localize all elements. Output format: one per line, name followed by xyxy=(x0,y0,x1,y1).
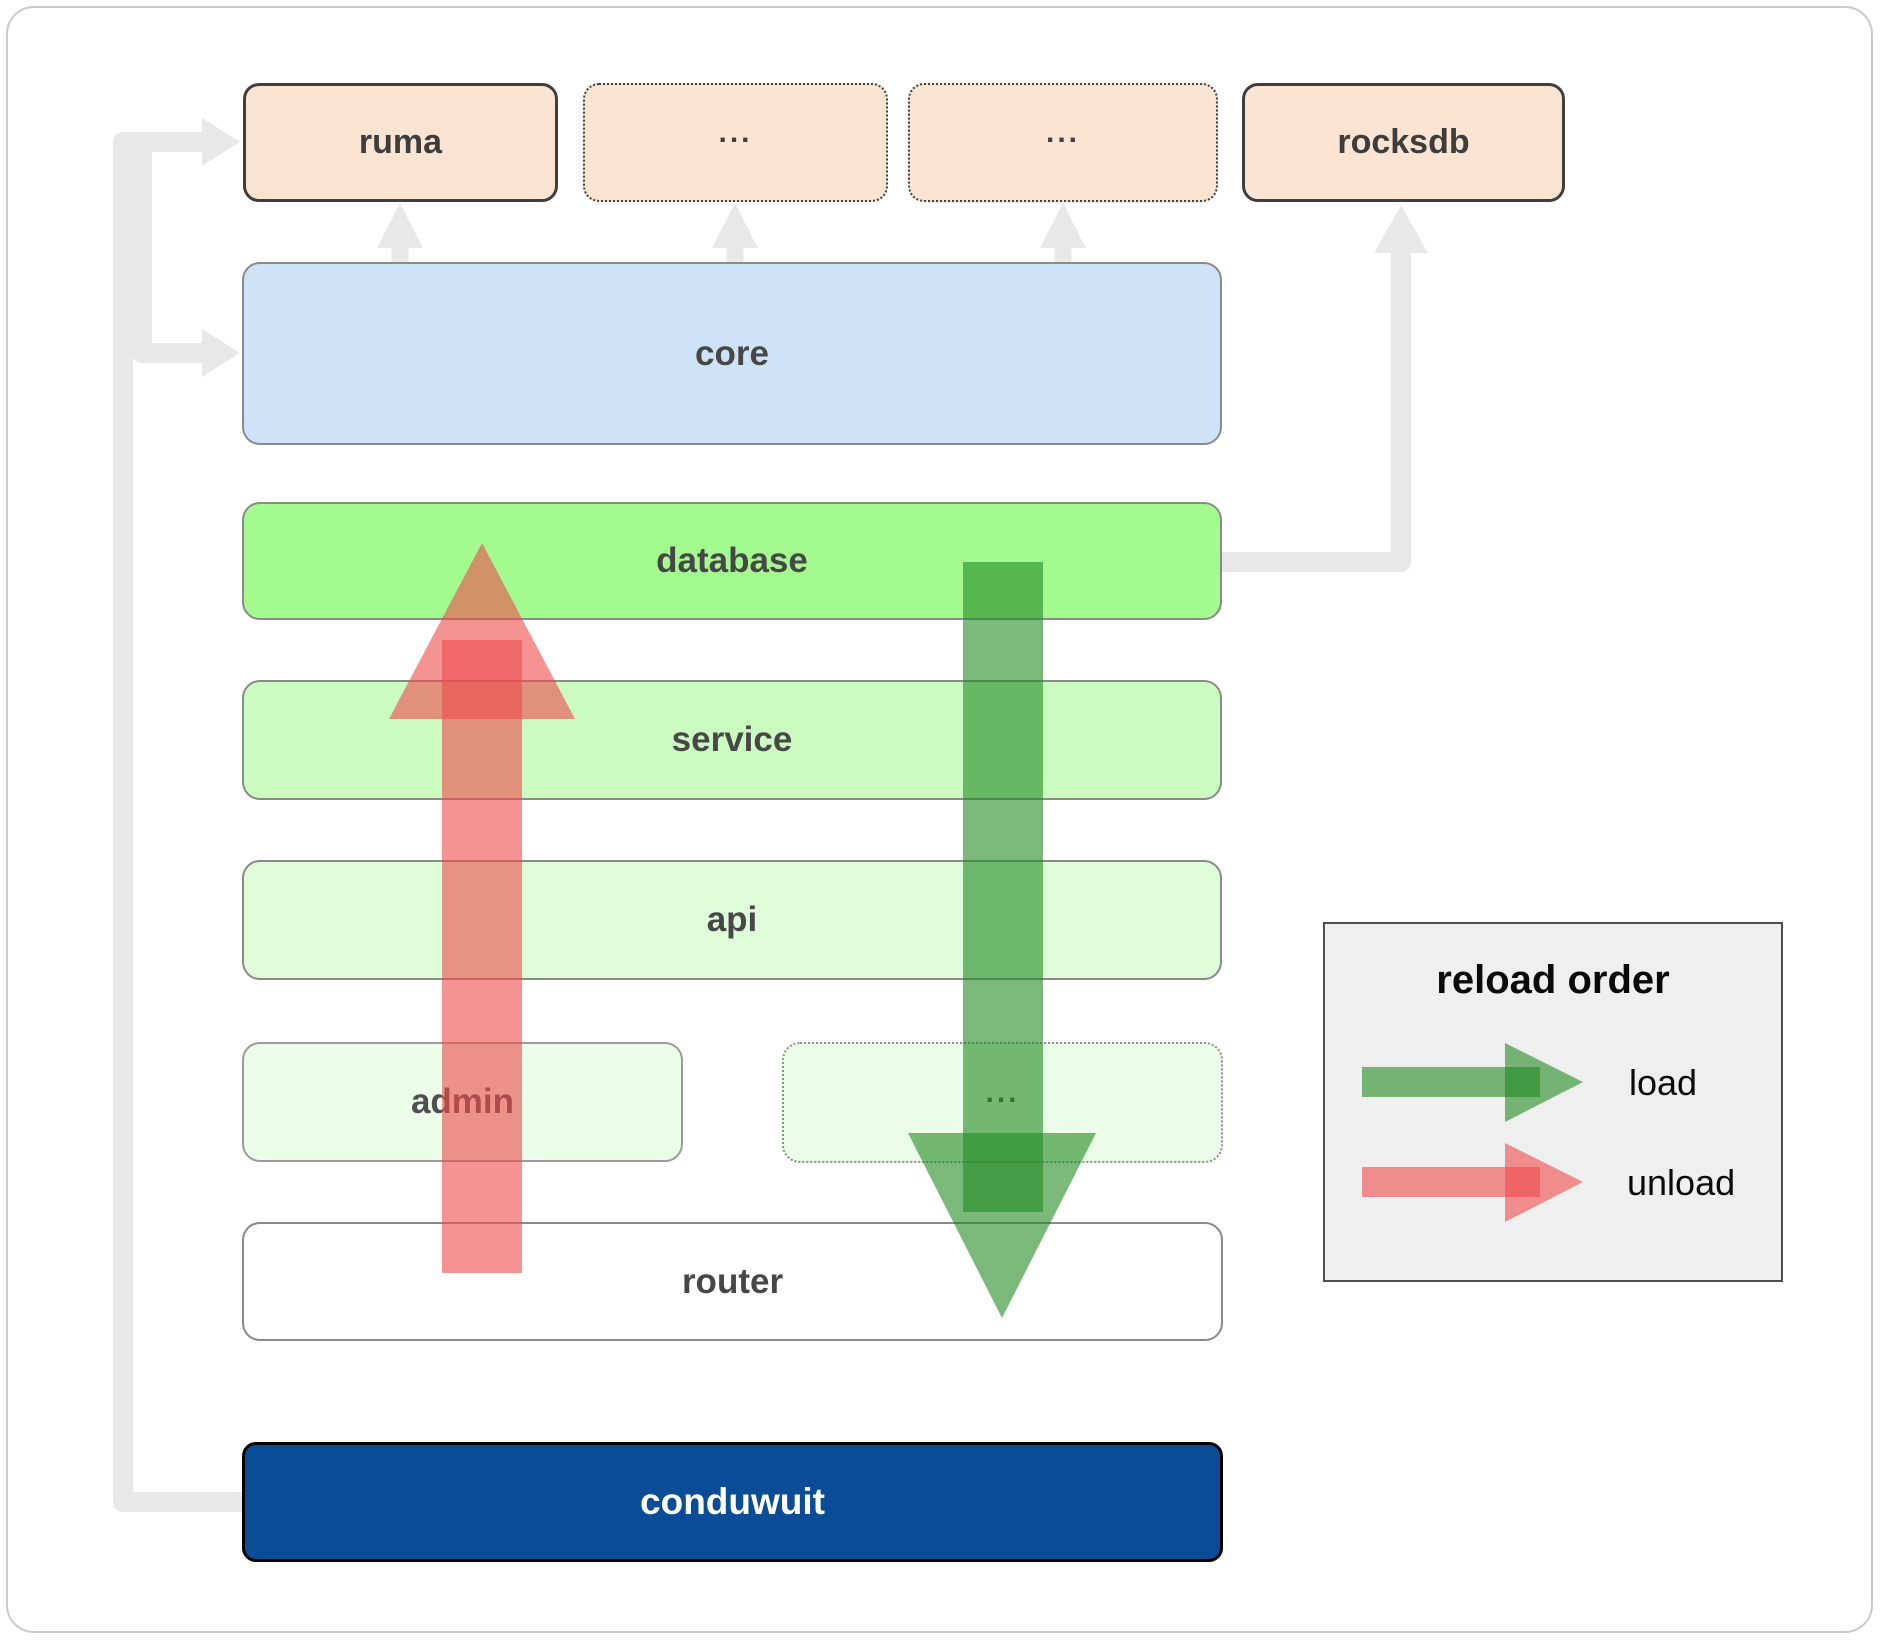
box-router-label: router xyxy=(681,1261,784,1301)
box-rocksdb: rocksdb xyxy=(1242,83,1565,202)
legend-unload-label: unload xyxy=(1627,1162,1736,1203)
box-ruma-label: ruma xyxy=(358,123,443,161)
box-admin-label: admin xyxy=(410,1082,515,1121)
box-router: router xyxy=(242,1222,1223,1341)
box-rocksdb-label: rocksdb xyxy=(1337,123,1470,161)
box-service: service xyxy=(242,680,1222,800)
outer-border xyxy=(6,6,1873,1633)
box-extern-crate-2-label: ... xyxy=(1045,115,1080,149)
box-admin: admin xyxy=(242,1042,683,1162)
box-core-label: core xyxy=(695,333,769,373)
box-service-label: service xyxy=(671,720,793,759)
box-api-label: api xyxy=(706,900,758,939)
legend-panel: reload order load unload xyxy=(1323,922,1783,1282)
legend-load-label: load xyxy=(1629,1062,1698,1103)
box-database-label: database xyxy=(656,541,808,580)
box-database: database xyxy=(242,502,1222,620)
legend-title: reload order xyxy=(1436,958,1670,1002)
box-core: core xyxy=(242,262,1222,445)
box-api: api xyxy=(242,860,1222,980)
box-extern-crate-1-label: ... xyxy=(718,115,753,149)
box-conduwuit-label: conduwuit xyxy=(640,1481,825,1522)
box-conduwuit: conduwuit xyxy=(242,1442,1223,1562)
box-extern-service-label: ... xyxy=(985,1075,1020,1109)
box-extern-crate-2: ... xyxy=(908,83,1218,202)
box-extern-crate-1: ... xyxy=(583,83,888,202)
box-extern-service: ... xyxy=(782,1042,1223,1163)
box-ruma: ruma xyxy=(243,83,558,202)
